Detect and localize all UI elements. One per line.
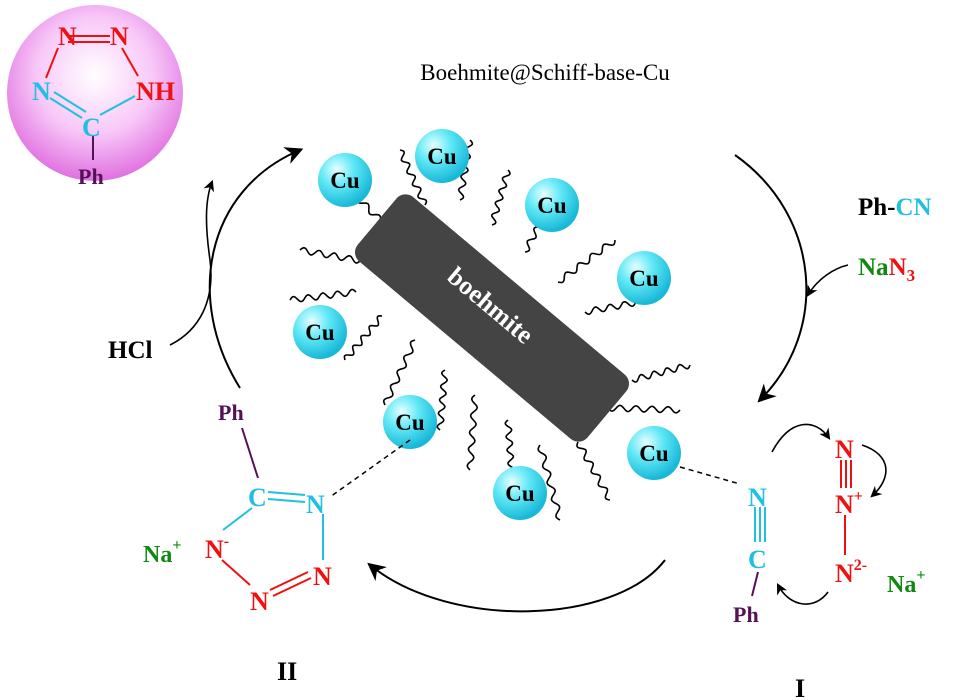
linker-chain bbox=[289, 288, 357, 303]
cycle-arrow-right bbox=[734, 154, 808, 403]
linker-chain bbox=[490, 169, 511, 226]
ii-n4: N bbox=[306, 490, 325, 519]
cu-coordination-ii bbox=[329, 439, 411, 498]
cu-site: Cu bbox=[525, 178, 579, 232]
i-sodium: Na+ bbox=[887, 567, 925, 598]
cu-sphere bbox=[525, 178, 579, 232]
i-azide-n-anion: N2- bbox=[835, 557, 867, 588]
boehmite-block bbox=[355, 194, 629, 442]
cu-label: Cu bbox=[629, 266, 659, 291]
i-curved-arrow-top bbox=[771, 423, 831, 453]
linker-chain bbox=[537, 444, 561, 521]
linker-chain bbox=[343, 314, 383, 361]
cu-label: Cu bbox=[505, 481, 535, 506]
cu-site: Cu bbox=[383, 395, 437, 449]
cu-sphere bbox=[415, 129, 469, 183]
ii-c: C bbox=[248, 483, 267, 512]
cu-label: Cu bbox=[305, 320, 335, 345]
cycle-arrow-bottom bbox=[367, 559, 666, 613]
linker-chain bbox=[631, 363, 691, 383]
i-azide-n-central: N+ bbox=[835, 488, 863, 519]
linker-chain bbox=[436, 369, 449, 431]
i-phenyl: Ph bbox=[733, 602, 759, 627]
cu-sphere bbox=[383, 395, 437, 449]
ii-sodium: Na+ bbox=[143, 537, 181, 568]
intermediate-i: N C Ph N N+ N2- Na+ I bbox=[733, 423, 925, 700]
ii-phenyl: Ph bbox=[218, 400, 244, 425]
cu-site: Cu bbox=[318, 153, 372, 207]
linker-chain bbox=[607, 404, 681, 414]
cu-site: Cu bbox=[617, 251, 671, 305]
reagent-benzonitrile: Ph-CN bbox=[858, 194, 932, 221]
i-azide-n-terminal: N bbox=[835, 435, 854, 464]
linker-chain bbox=[576, 441, 611, 501]
reagent-arrow bbox=[806, 264, 849, 297]
cu-sphere bbox=[627, 426, 681, 480]
label-i: I bbox=[795, 674, 805, 700]
product-n1: N bbox=[58, 22, 77, 51]
cu-sphere bbox=[293, 305, 347, 359]
cu-label: Cu bbox=[330, 168, 360, 193]
cu-site: Cu bbox=[627, 426, 681, 480]
ii-n1-anion: N- bbox=[205, 533, 229, 564]
cu-coordination-i bbox=[679, 466, 741, 485]
linker-chain bbox=[399, 149, 428, 206]
cu-site: Cu bbox=[293, 305, 347, 359]
hcl-arrow bbox=[169, 179, 214, 346]
product-ph: Ph bbox=[78, 164, 104, 189]
ii-n2: N bbox=[250, 587, 269, 616]
product-n4: N bbox=[32, 77, 51, 106]
product-n2: N bbox=[110, 22, 129, 51]
cu-label: Cu bbox=[395, 410, 425, 435]
cu-sphere bbox=[318, 153, 372, 207]
cycle-arrow-left bbox=[208, 147, 304, 389]
product-c: C bbox=[82, 113, 101, 142]
cu-label: Cu bbox=[427, 144, 457, 169]
cu-sphere bbox=[493, 466, 547, 520]
i-nitrile-n: N bbox=[748, 483, 767, 512]
reagent-hcl: HCl bbox=[108, 337, 153, 364]
linker-chain bbox=[466, 394, 479, 471]
linker-chain bbox=[299, 246, 369, 264]
i-curved-arrow-bottom bbox=[776, 583, 829, 605]
cu-site: Cu bbox=[493, 466, 547, 520]
ii-n3: N bbox=[313, 562, 332, 591]
i-nitrile-c: C bbox=[748, 545, 767, 574]
product-tetrazole: N N N NH C Ph bbox=[7, 5, 183, 189]
label-ii: II bbox=[277, 657, 297, 686]
cu-sphere bbox=[617, 251, 671, 305]
reagent-sodium-azide: NaN3 bbox=[858, 254, 915, 285]
catalyst-title: Boehmite@Schiff-base-Cu bbox=[420, 60, 670, 85]
cu-label: Cu bbox=[537, 193, 567, 218]
product-bubble bbox=[7, 5, 183, 181]
i-curved-arrow-right bbox=[861, 444, 887, 498]
linker-chain bbox=[557, 239, 616, 284]
cu-site: Cu bbox=[415, 129, 469, 183]
intermediate-ii: Ph C N N- N N Na+ II bbox=[143, 400, 332, 686]
reagents: Ph-CN NaN3 HCl bbox=[108, 194, 932, 364]
linker-chain bbox=[382, 339, 416, 406]
cu-label: Cu bbox=[639, 441, 669, 466]
product-nh: NH bbox=[136, 77, 175, 106]
